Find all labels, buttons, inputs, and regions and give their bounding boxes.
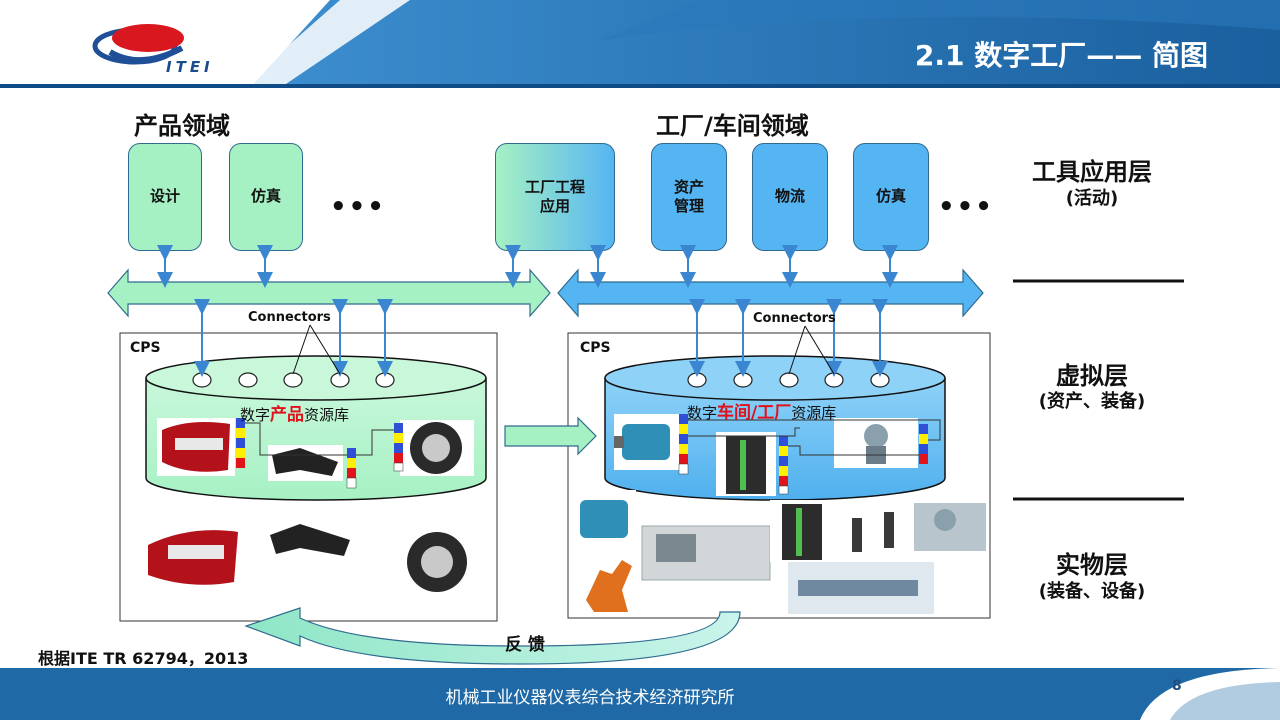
virtualization-arrow (504, 416, 597, 456)
taillight-image-physical (148, 530, 238, 585)
product-library-label: 数字产品资源库 (240, 400, 349, 425)
tool-layer-subtitle: (活动) (1065, 188, 1119, 209)
factory-engineering-box: 工厂工程 应用 (495, 143, 615, 251)
cps-box-right (567, 332, 991, 619)
page-title: 2.1 数字工厂—— 简图 (914, 39, 1208, 72)
connectors-label-left: Connectors (248, 310, 331, 325)
factory-bus-arrow (557, 268, 984, 318)
product-domain-label: 产品领域 (134, 112, 230, 140)
logo-icon (92, 24, 184, 65)
controller-image-physical (770, 500, 834, 562)
header-band (0, 0, 1280, 88)
sensor-image-physical (840, 506, 910, 558)
logo-text: ITEI (166, 58, 214, 76)
cnc-machine-image-physical (641, 525, 771, 581)
factory-library-prefix: 数字 (687, 404, 718, 422)
taillight-image-virtual (157, 418, 235, 476)
tire-image-physical (407, 532, 467, 592)
asset-management-label: 资产 管理 (673, 177, 704, 216)
strip-links-right (688, 419, 941, 456)
strip-links-left (245, 422, 394, 456)
feedback-arrow (244, 607, 741, 665)
simulation-box-product: 仿真 (229, 143, 303, 251)
control-room-image-physical (788, 562, 934, 614)
data-strip-right-1 (678, 414, 689, 475)
data-strip-right-3 (919, 424, 928, 464)
more-dots-factory: ••• (938, 192, 994, 222)
logistics-box: 物流 (752, 143, 828, 251)
fender-image-virtual (268, 445, 343, 481)
tire-image-virtual (400, 420, 474, 476)
factory-domain-label: 工厂/车间领域 (656, 112, 809, 140)
data-strip-left-2 (346, 448, 357, 489)
fender-image-physical (270, 524, 350, 556)
feedback-label: 反 馈 (505, 635, 545, 655)
cps-label-left: CPS (130, 340, 161, 356)
physical-layer-title: 实物层 (1056, 551, 1128, 579)
transmitter-image-physical (914, 503, 986, 551)
connectors-label-right: Connectors (753, 311, 836, 326)
footer-band (0, 668, 1280, 720)
bus-connector-links (194, 299, 888, 377)
logistics-label: 物流 (774, 187, 805, 206)
data-strip-left-3 (393, 423, 404, 472)
virtual-layer-title: 虚拟层 (1056, 362, 1128, 390)
transmitter-image-virtual (834, 418, 918, 468)
cps-label-right: CPS (580, 340, 611, 356)
design-label: 设计 (149, 187, 180, 206)
more-dots-product: ••• (330, 192, 386, 222)
motor-image-physical (572, 490, 636, 548)
product-library-highlight: 产品 (270, 405, 305, 425)
simulation-label-product: 仿真 (250, 187, 281, 206)
product-library-suffix: 资源库 (304, 406, 350, 424)
factory-library-suffix: 资源库 (791, 404, 837, 422)
simulation-box-factory: 仿真 (853, 143, 929, 251)
tool-bus-links (157, 245, 898, 288)
robot-image-physical (586, 560, 632, 612)
simulation-label-factory: 仿真 (875, 187, 906, 206)
factory-library-label: 数字车间/工厂资源库 (687, 398, 836, 423)
controller-image-virtual (716, 432, 776, 496)
design-box: 设计 (128, 143, 202, 251)
motor-image-virtual (614, 414, 680, 470)
footer-corner-decoration (1140, 668, 1280, 720)
source-citation: 根据ITE TR 62794，2013 (38, 649, 249, 668)
footer-organization: 机械工业仪器仪表综合技术经济研究所 (445, 688, 735, 708)
data-strip-left-1 (236, 418, 245, 468)
factory-engineering-label: 工厂工程 应用 (524, 177, 585, 216)
virtual-layer-subtitle: (资产、装备) (1038, 391, 1146, 412)
product-library-prefix: 数字 (240, 406, 271, 424)
product-bus-arrow (107, 268, 551, 318)
factory-library-highlight: 车间/工厂 (717, 403, 792, 423)
asset-management-box: 资产 管理 (651, 143, 727, 251)
data-strip-right-2 (778, 436, 789, 495)
physical-layer-subtitle: (装备、设备) (1038, 581, 1146, 602)
connectors-pointers (292, 324, 835, 375)
tool-layer-title: 工具应用层 (1032, 158, 1152, 186)
page-number: 8 (1172, 678, 1182, 694)
